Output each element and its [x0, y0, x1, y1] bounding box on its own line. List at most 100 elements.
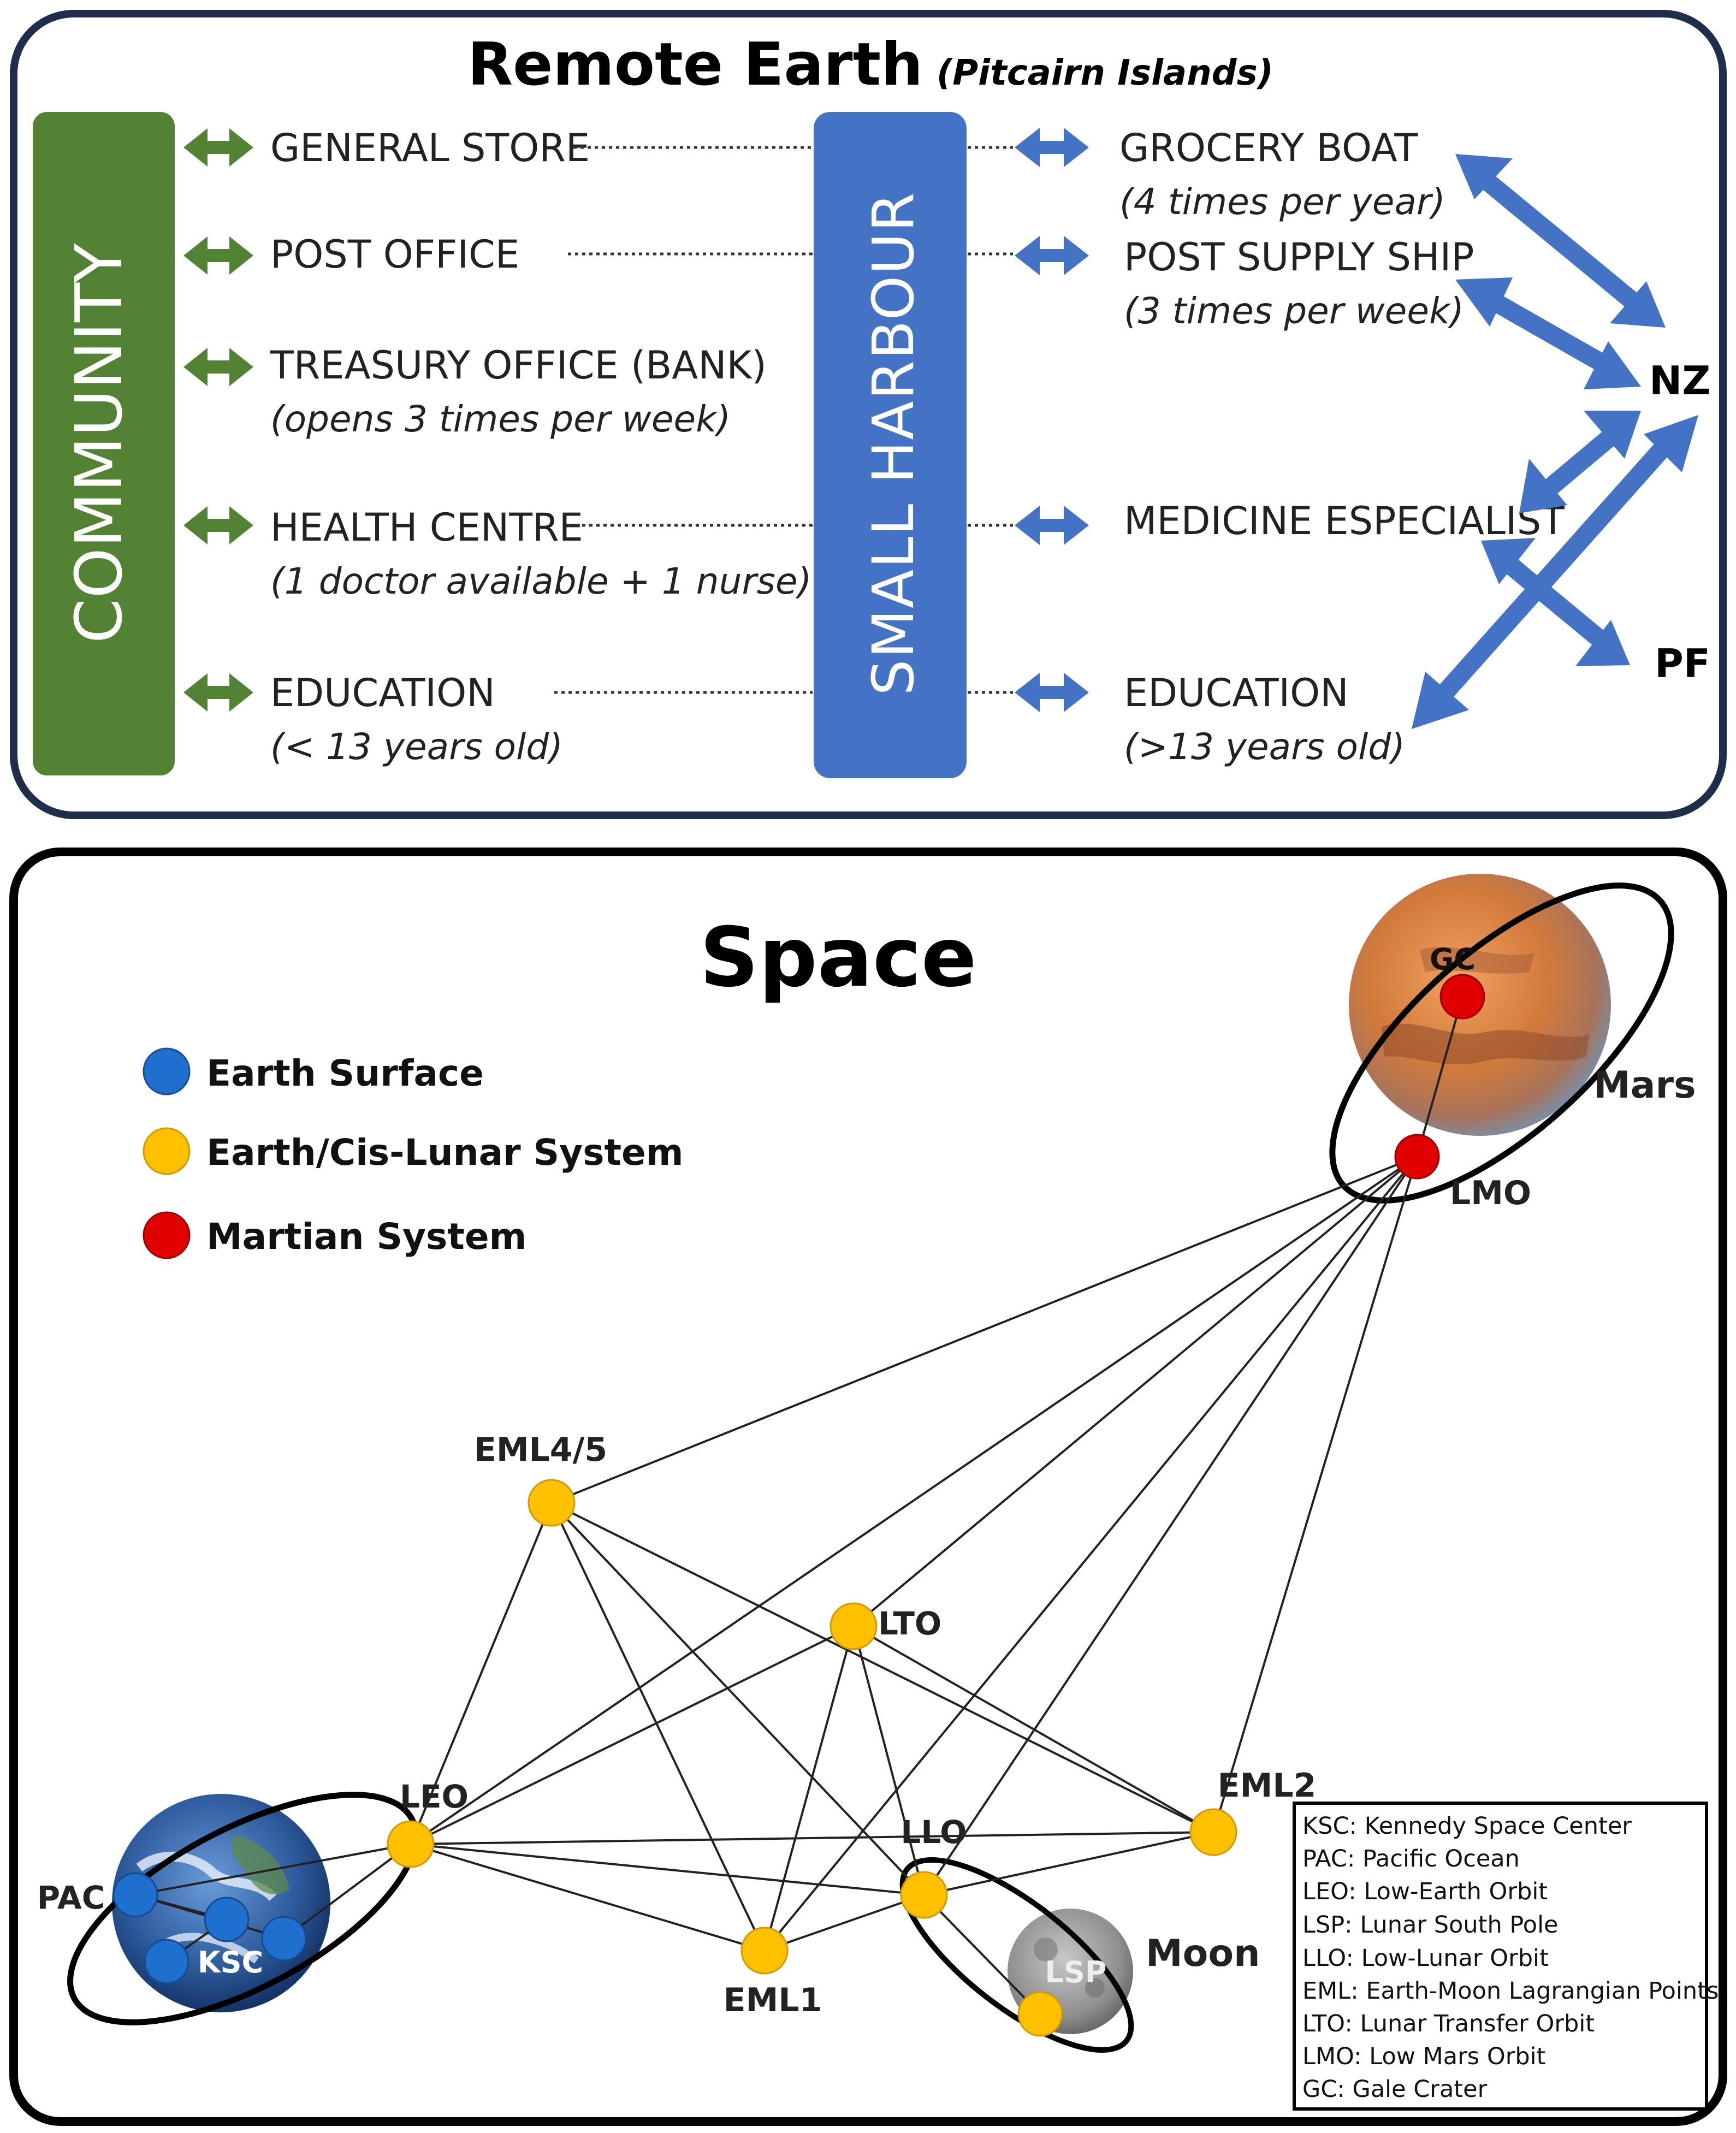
destination-nz: NZ — [1649, 358, 1710, 404]
network-edges — [135, 996, 1464, 2015]
legend-dot-earth — [143, 1047, 191, 1095]
moon-crater-1 — [1034, 1938, 1058, 1962]
label-eml1: EML1 — [724, 1981, 822, 2019]
item-education-right: EDUCATION — [1124, 671, 1349, 715]
legend-label-earth: Earth Surface — [206, 1052, 484, 1094]
abbr-item: LEO: Low-Earth Orbit — [1302, 1878, 1548, 1905]
community-label: COMMUNITY — [61, 243, 137, 643]
arrow-post-office — [183, 236, 253, 275]
node-llo — [900, 1871, 948, 1919]
node-eml45 — [528, 1479, 576, 1527]
moon-crater-2 — [1085, 1978, 1105, 1998]
node-pac — [112, 1872, 158, 1918]
earth-land — [231, 1835, 289, 1894]
mars-label: Mars — [1593, 1064, 1696, 1107]
item-treasury-office: TREASURY OFFICE (BANK) — [270, 343, 767, 388]
legend-dot-cislunar — [143, 1127, 191, 1175]
abbr-item: KSC: Kennedy Space Center — [1302, 1812, 1632, 1840]
legend-label-cislunar: Earth/Cis-Lunar System — [206, 1131, 684, 1174]
item-post-office: POST OFFICE — [270, 232, 519, 277]
harbour-bar — [814, 112, 967, 778]
item-grocery-note: (4 times per year) — [1119, 181, 1445, 223]
node-earth-surface-2 — [204, 1897, 250, 1942]
arrow-medicine-pf — [1501, 555, 1609, 649]
item-education-right-note: (>13 years old) — [1124, 726, 1405, 768]
item-post-supply-note: (3 times per week) — [1124, 290, 1464, 332]
label-pac: PAC — [37, 1879, 105, 1916]
abbr-item: LTO: Lunar Transfer Orbit — [1302, 2010, 1595, 2037]
abbr-item: LMO: Low Mars Orbit — [1302, 2043, 1545, 2070]
destination-pf: PF — [1655, 641, 1710, 686]
abbr-item: GC: Gale Crater — [1302, 2076, 1488, 2103]
label-lto: LTO — [878, 1605, 941, 1642]
abbr-item: LLO: Low-Lunar Orbit — [1302, 1945, 1549, 1972]
arrow-education-right — [1015, 673, 1089, 712]
right-dotted-connectors — [968, 146, 1013, 694]
node-earth-surface-3 — [261, 1916, 307, 1962]
node-lto — [830, 1602, 878, 1650]
earth-cloud-2 — [162, 1933, 259, 1964]
arrow-grocery-boat — [1015, 128, 1089, 167]
destination-arrows — [1435, 170, 1673, 703]
arrow-general-store — [183, 128, 253, 167]
node-eml2 — [1189, 1808, 1237, 1856]
arrow-post-supply — [1015, 236, 1089, 275]
arrow-post-nz — [1478, 287, 1621, 380]
node-ksc — [144, 1939, 189, 1984]
node-labels: GC LMO EML4/5 LTO LEO LLO EML2 EML1 LSP … — [37, 942, 1531, 2019]
node-leo — [387, 1820, 435, 1868]
node-gc — [1439, 974, 1485, 1020]
remote-earth-title: Remote Earth — [467, 31, 923, 99]
earth-orbit — [67, 1792, 419, 2025]
item-grocery-boat: GROCERY BOAT — [1119, 126, 1418, 170]
moon-label: Moon — [1146, 1932, 1260, 1975]
arrow-education-nz — [1435, 439, 1673, 703]
label-lsp: LSP — [1045, 1955, 1107, 1989]
item-education-left: EDUCATION — [270, 671, 495, 715]
label-lmo: LMO — [1450, 1174, 1531, 1212]
item-education-left-note: (< 13 years old) — [270, 726, 563, 768]
arrow-medicine-nz — [1539, 426, 1620, 499]
arrow-treasury-office — [183, 348, 253, 386]
item-medicine: MEDICINE ESPECIALIST — [1124, 499, 1565, 543]
arrow-grocery-nz — [1477, 170, 1644, 313]
label-leo: LEO — [400, 1778, 469, 1815]
node-lmo — [1394, 1134, 1440, 1180]
harbour-arrows — [1015, 128, 1089, 712]
mars-surface-dark — [1382, 1023, 1589, 1065]
node-lsp — [1017, 1991, 1063, 2037]
abbreviation-box — [1293, 1802, 1708, 2111]
remote-earth-subtitle: (Pitcairn Islands) — [937, 53, 1273, 93]
community-arrows — [183, 128, 253, 712]
moon-orbit — [899, 1857, 1134, 2053]
label-gc: GC — [1430, 942, 1476, 976]
legend-dot-martian — [143, 1211, 191, 1259]
abbr-item: EML: Earth-Moon Lagrangian Points — [1302, 1977, 1719, 2005]
label-eml45: EML4/5 — [474, 1431, 607, 1469]
item-general-store: GENERAL STORE — [270, 126, 590, 170]
item-health-centre: HEALTH CENTRE — [270, 505, 583, 550]
harbour-label: SMALL HARBOUR — [860, 191, 927, 695]
legend: Earth Surface Earth/Cis-Lunar System Mar… — [143, 1047, 684, 1259]
item-post-supply: POST SUPPLY SHIP — [1124, 235, 1474, 280]
left-dotted-connectors — [554, 146, 813, 694]
legend-label-martian: Martian System — [206, 1216, 526, 1258]
abbr-item: PAC: Pacific Ocean — [1302, 1845, 1520, 1873]
earth-cloud-1 — [136, 1851, 277, 1901]
label-eml2: EML2 — [1218, 1767, 1317, 1805]
community-bar — [33, 112, 175, 775]
item-treasury-note: (opens 3 times per week) — [270, 398, 731, 440]
arrow-medicine — [1015, 506, 1089, 545]
label-ksc: KSC — [198, 1945, 263, 1980]
network-nodes — [112, 974, 1485, 2037]
label-llo: LLO — [900, 1814, 967, 1851]
item-health-note: (1 doctor available + 1 nurse) — [270, 560, 811, 602]
node-eml1 — [740, 1927, 789, 1975]
arrow-health-centre — [183, 506, 253, 544]
abbr-item: LSP: Lunar South Pole — [1302, 1911, 1559, 1939]
abbreviation-list: KSC: Kennedy Space Center PAC: Pacific O… — [1302, 1812, 1719, 2103]
destination-arrowheads — [1412, 154, 1698, 729]
space-title: Space — [700, 910, 976, 1005]
arrow-education-left — [183, 673, 253, 712]
